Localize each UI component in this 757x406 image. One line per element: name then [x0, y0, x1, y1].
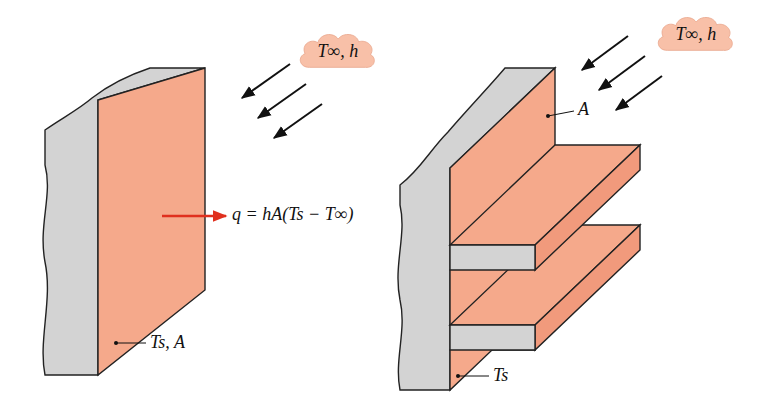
heat-rate-equation: q = hA(Ts − T∞) — [232, 205, 353, 225]
ambient-cloud: T∞, h — [652, 12, 737, 54]
leader-left — [114, 341, 146, 345]
surface-temperature-label: Ts — [493, 366, 508, 386]
ambient-cloud: T∞, h — [294, 29, 379, 71]
ambient-conditions: T∞, h — [318, 42, 359, 62]
leader-right — [456, 111, 574, 378]
flow-arrows-right — [582, 36, 662, 110]
surface-label: Ts, A — [150, 333, 185, 353]
finned-wall — [398, 68, 640, 390]
area-label: A — [578, 100, 589, 120]
ambient-conditions: T∞, h — [676, 25, 717, 45]
plain-wall — [43, 68, 205, 375]
heat-flow-arrow — [162, 215, 226, 218]
flow-arrows-left — [242, 64, 322, 138]
